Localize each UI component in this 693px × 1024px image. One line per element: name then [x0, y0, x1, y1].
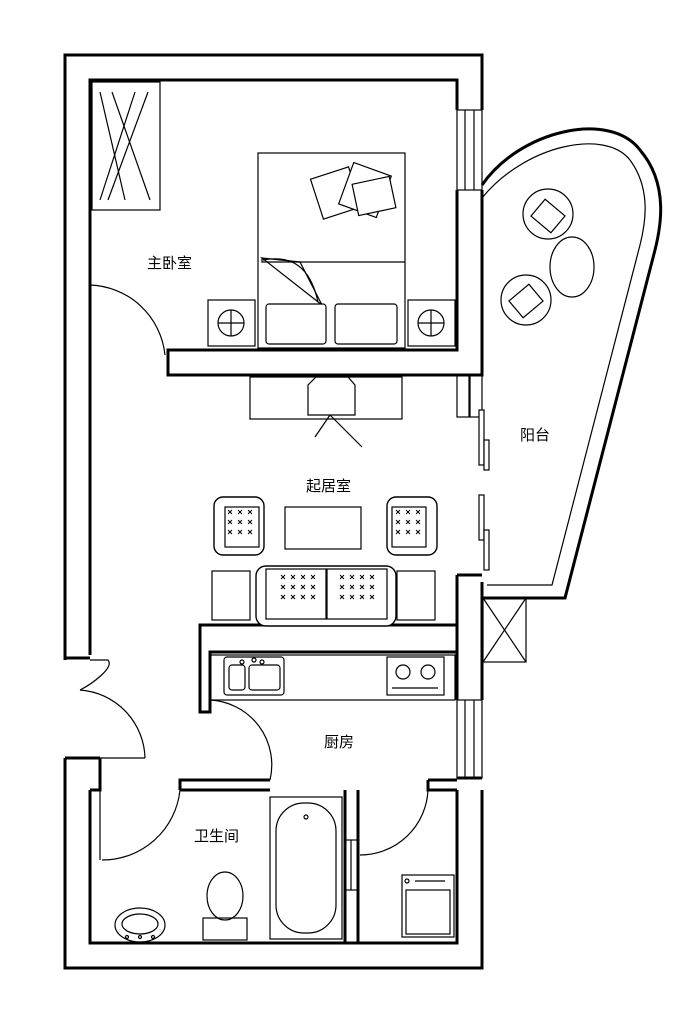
room-label-balcony: 阳台: [520, 426, 550, 444]
room-label-master-bedroom: 主卧室: [147, 254, 192, 272]
wardrobe: [91, 81, 161, 211]
windows: [344, 109, 483, 891]
cushion-cross: [359, 594, 365, 600]
balcony-table-chairs: [500, 188, 595, 326]
tv-cabinet: [249, 376, 403, 448]
cushion-cross: [280, 584, 286, 590]
armchair-left: [213, 496, 265, 556]
balcony-sliding-door: [456, 374, 490, 571]
cushion-cross: [395, 529, 401, 535]
cushion-cross: [290, 594, 296, 600]
cushion-cross: [237, 509, 243, 515]
cushion-cross: [395, 519, 401, 525]
gas-stove: [386, 656, 445, 696]
cushion-pattern: [227, 509, 421, 600]
cushion-cross: [247, 519, 253, 525]
cushion-cross: [247, 509, 253, 515]
room-label-bathroom: 卫生间: [194, 827, 239, 845]
cushion-cross: [280, 574, 286, 580]
side-tables: [211, 570, 436, 621]
interior-walls: [178, 600, 459, 943]
cushion-cross: [237, 519, 243, 525]
washbasin: [114, 907, 166, 943]
cushion-cross: [395, 509, 401, 515]
double-bed: [257, 152, 406, 349]
cushion-cross: [349, 584, 355, 590]
cushion-cross: [369, 584, 375, 590]
cushion-cross: [237, 529, 243, 535]
cushion-cross: [280, 594, 286, 600]
room-label-kitchen: 厨房: [324, 733, 354, 751]
washing-machine: [401, 874, 455, 938]
armchair-right: [386, 496, 438, 556]
cushion-cross: [290, 584, 296, 590]
nightstand-lamp-left: [207, 299, 256, 347]
cushion-cross: [339, 594, 345, 600]
cushion-cross: [405, 519, 411, 525]
door-swings: [79, 284, 429, 861]
cushion-cross: [415, 529, 421, 535]
cushion-cross: [339, 574, 345, 580]
cushion-cross: [359, 574, 365, 580]
toilet: [202, 871, 248, 941]
kitchen-sink: [223, 656, 285, 696]
cushion-cross: [227, 519, 233, 525]
cushion-cross: [227, 509, 233, 515]
balcony-outline: [480, 127, 663, 663]
cushion-cross: [300, 584, 306, 590]
cushion-cross: [405, 509, 411, 515]
room-label-living-room: 起居室: [306, 477, 351, 495]
cushion-cross: [310, 584, 316, 590]
cushion-cross: [300, 574, 306, 580]
cushion-cross: [290, 574, 296, 580]
cushion-cross: [310, 574, 316, 580]
cushion-cross: [369, 574, 375, 580]
nightstand-lamp-right: [407, 299, 456, 347]
kitchen-counter: [209, 654, 456, 701]
cushion-cross: [405, 529, 411, 535]
bathtub: [269, 796, 343, 940]
cushion-cross: [247, 529, 253, 535]
cushion-cross: [349, 574, 355, 580]
cushion-cross: [349, 594, 355, 600]
sofa: [255, 565, 397, 627]
cushion-cross: [227, 529, 233, 535]
cushion-cross: [339, 584, 345, 590]
cushion-cross: [310, 594, 316, 600]
cushion-cross: [369, 594, 375, 600]
cushion-cross: [300, 594, 306, 600]
coffee-table: [284, 506, 362, 550]
cushion-cross: [415, 509, 421, 515]
cushion-cross: [415, 519, 421, 525]
cushion-cross: [359, 584, 365, 590]
